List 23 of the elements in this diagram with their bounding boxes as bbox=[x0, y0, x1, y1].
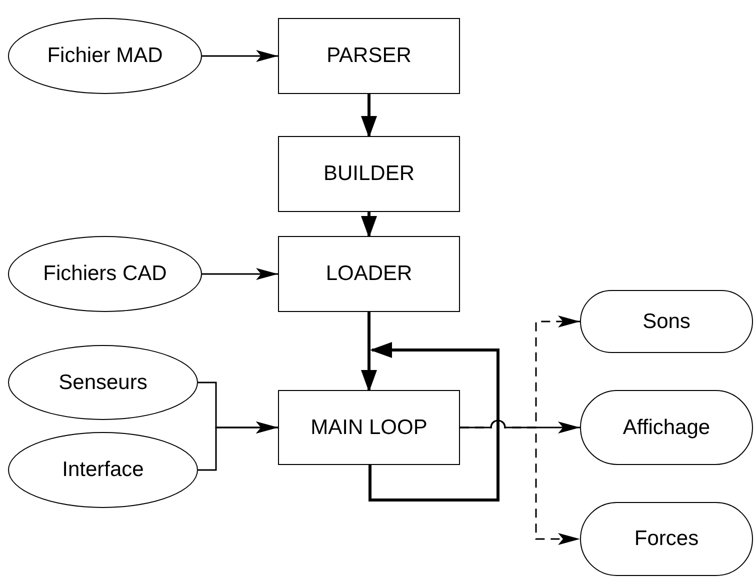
node-label: BUILDER bbox=[323, 162, 415, 186]
process-box bbox=[278, 136, 460, 212]
node-label: Sons bbox=[642, 310, 690, 334]
arrow bbox=[361, 212, 377, 238]
process-box bbox=[278, 18, 460, 94]
process-box bbox=[278, 236, 460, 312]
process-box bbox=[278, 390, 460, 465]
arrow bbox=[368, 342, 500, 502]
node-label: MAIN LOOP bbox=[310, 416, 428, 440]
node-label: PARSER bbox=[326, 44, 412, 68]
arrow bbox=[198, 422, 278, 471]
node-label: LOADER bbox=[326, 262, 412, 286]
node-label: Senseurs bbox=[58, 370, 148, 394]
node-label: Fichier MAD bbox=[47, 44, 163, 68]
node-label: Fichiers CAD bbox=[43, 262, 167, 286]
arrow bbox=[202, 50, 278, 62]
node-label: Interface bbox=[62, 458, 144, 482]
arrow bbox=[361, 94, 377, 138]
node-label: Affichage bbox=[622, 416, 710, 440]
arrow bbox=[361, 312, 377, 392]
arrow bbox=[460, 420, 580, 434]
arrow bbox=[202, 268, 278, 280]
node-label: Forces bbox=[634, 527, 699, 551]
